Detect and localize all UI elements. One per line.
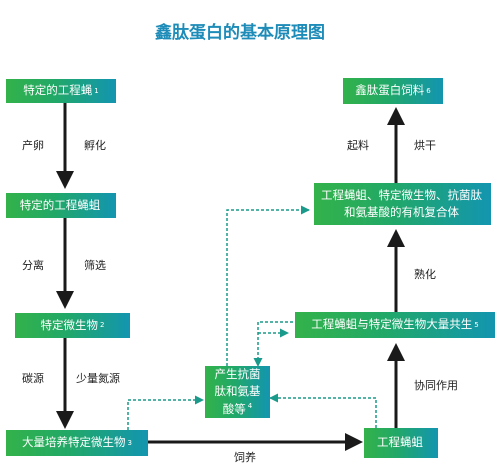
label-unload: 起料 xyxy=(347,139,369,152)
label-hatch: 孵化 xyxy=(84,139,106,152)
box-complex: 工程蝇蛆、特定微生物、抗菌肽和氨基酸的有机复合体 xyxy=(314,183,491,225)
label-feeding: 饲养 xyxy=(234,451,256,464)
label-screen: 筛选 xyxy=(84,259,106,272)
label-lay-eggs: 产卵 xyxy=(22,139,44,152)
dashed-b4-b5 xyxy=(127,395,204,430)
label-separate: 分离 xyxy=(22,259,44,272)
label-nitrogen: 少量氮源 xyxy=(76,372,120,385)
dashed-b7-b5 xyxy=(253,321,293,367)
label-maturation: 熟化 xyxy=(414,268,436,281)
dashed-b6-b5 xyxy=(269,393,377,428)
dashed-b5-b8 xyxy=(226,205,310,366)
label-carbon: 碳源 xyxy=(22,372,44,385)
label-dry: 烘干 xyxy=(414,139,436,152)
diagram-title: 鑫肽蛋白的基本原理图 xyxy=(155,23,325,43)
label-synergy: 协同作用 xyxy=(414,379,458,392)
box-larva: 特定的工程蝇蛆 xyxy=(6,193,116,218)
box-maggot: 工程蝇蛆 xyxy=(364,428,438,458)
